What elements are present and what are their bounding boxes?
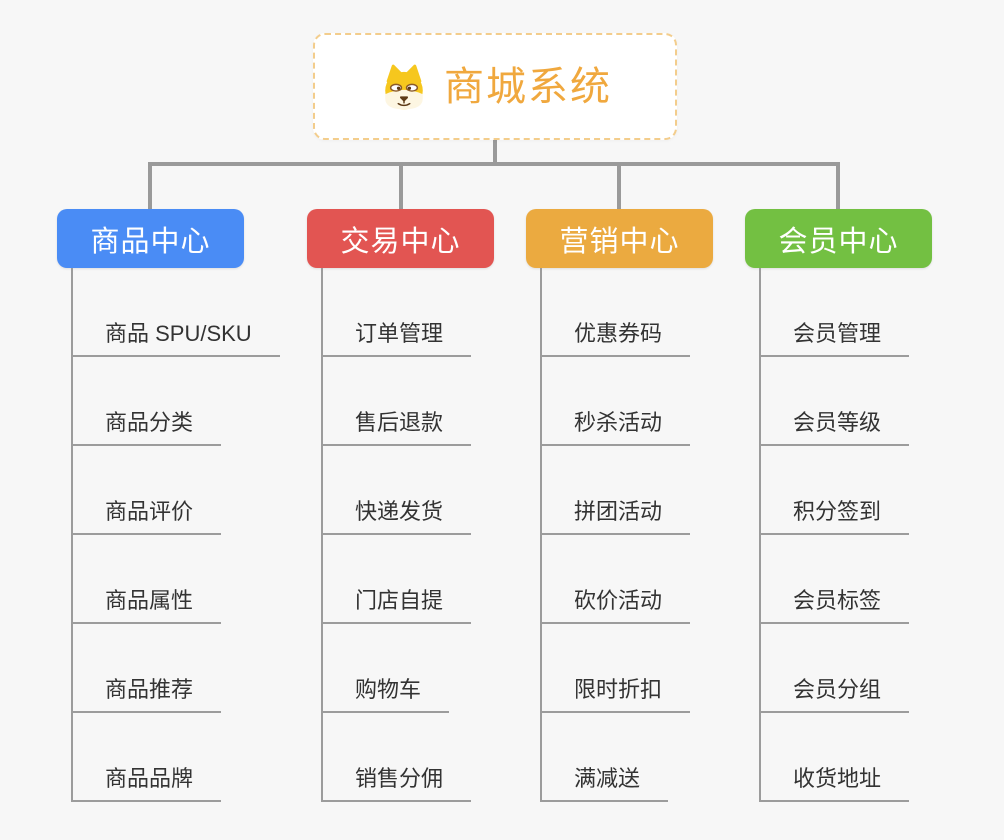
leaf-topic[interactable]: 会员管理 (761, 321, 910, 357)
leaf-topic[interactable]: 门店自提 (323, 588, 472, 624)
item-row: 秒杀活动 (542, 357, 691, 446)
branch-label: 会员中心 (778, 225, 899, 258)
branch-items-trade-center: 订单管理 售后退款 快递发货 门店自提 购物车 销售分佣 (321, 268, 472, 802)
item-row: 订单管理 (323, 268, 472, 357)
connector-trunk (148, 162, 840, 166)
leaf-topic[interactable]: 秒杀活动 (542, 410, 691, 446)
root-topic-title: 商城系统 (444, 64, 612, 109)
leaf-topic[interactable]: 购物车 (323, 677, 450, 713)
branch-topic-product-center[interactable]: 商品中心 (57, 209, 244, 268)
leaf-topic[interactable]: 拼团活动 (542, 499, 691, 535)
leaf-topic[interactable]: 会员标签 (761, 588, 910, 624)
leaf-topic[interactable]: 商品推荐 (73, 677, 222, 713)
item-row: 收货地址 (761, 713, 910, 802)
branch-label: 商品中心 (90, 225, 211, 258)
item-row: 会员标签 (761, 535, 910, 624)
leaf-topic[interactable]: 订单管理 (323, 321, 472, 357)
item-row: 会员等级 (761, 357, 910, 446)
item-row: 门店自提 (323, 535, 472, 624)
branch-topic-member-center[interactable]: 会员中心 (745, 209, 932, 268)
leaf-topic[interactable]: 收货地址 (761, 766, 910, 802)
leaf-topic[interactable]: 商品评价 (73, 499, 222, 535)
branch-items-member-center: 会员管理 会员等级 积分签到 会员标签 会员分组 收货地址 (759, 268, 910, 802)
branch-topic-trade-center[interactable]: 交易中心 (307, 209, 494, 268)
branch-label: 营销中心 (559, 225, 680, 258)
branch-label: 交易中心 (340, 225, 461, 258)
item-row: 销售分佣 (323, 713, 472, 802)
item-row: 会员管理 (761, 268, 910, 357)
item-row: 优惠券码 (542, 268, 691, 357)
item-row: 商品属性 (73, 535, 280, 624)
item-row: 砍价活动 (542, 535, 691, 624)
leaf-topic[interactable]: 快递发货 (323, 499, 472, 535)
leaf-topic[interactable]: 会员分组 (761, 677, 910, 713)
shiba-dog-icon (385, 64, 423, 109)
leaf-topic[interactable]: 销售分佣 (323, 766, 472, 802)
leaf-topic[interactable]: 商品属性 (73, 588, 222, 624)
item-row: 商品评价 (73, 446, 280, 535)
item-row: 拼团活动 (542, 446, 691, 535)
branch-topic-marketing-center[interactable]: 营销中心 (526, 209, 713, 268)
item-row: 购物车 (323, 624, 471, 713)
branch-items-product-center: 商品 SPU/SKU 商品分类 商品评价 商品属性 商品推荐 商品品牌 (71, 268, 280, 802)
connector-drop-branch-2 (399, 164, 403, 209)
item-row: 快递发货 (323, 446, 472, 535)
leaf-topic[interactable]: 商品分类 (73, 410, 222, 446)
leaf-topic[interactable]: 积分签到 (761, 499, 910, 535)
item-row: 商品品牌 (73, 713, 280, 802)
leaf-topic[interactable]: 优惠券码 (542, 321, 691, 357)
leaf-topic[interactable]: 会员等级 (761, 410, 910, 446)
leaf-topic[interactable]: 商品品牌 (73, 766, 222, 802)
connector-drop-branch-1 (148, 164, 152, 209)
item-row: 商品推荐 (73, 624, 280, 713)
item-row: 会员分组 (761, 624, 910, 713)
item-row: 积分签到 (761, 446, 910, 535)
item-row: 商品分类 (73, 357, 280, 446)
item-row: 限时折扣 (542, 624, 691, 713)
leaf-topic[interactable]: 售后退款 (323, 410, 472, 446)
leaf-topic[interactable]: 限时折扣 (542, 677, 691, 713)
leaf-topic[interactable]: 商品 SPU/SKU (73, 321, 280, 357)
item-row: 满减送 (542, 713, 690, 802)
item-row: 商品 SPU/SKU (73, 268, 280, 357)
connector-drop-branch-4 (836, 164, 840, 209)
connector-root-stub (493, 140, 497, 164)
item-row: 售后退款 (323, 357, 472, 446)
root-topic-mall-system[interactable]: 商城系统 (313, 33, 677, 140)
connector-drop-branch-3 (617, 164, 621, 209)
leaf-topic[interactable]: 砍价活动 (542, 588, 691, 624)
leaf-topic[interactable]: 满减送 (542, 766, 669, 802)
branch-items-marketing-center: 优惠券码 秒杀活动 拼团活动 砍价活动 限时折扣 满减送 (540, 268, 691, 802)
